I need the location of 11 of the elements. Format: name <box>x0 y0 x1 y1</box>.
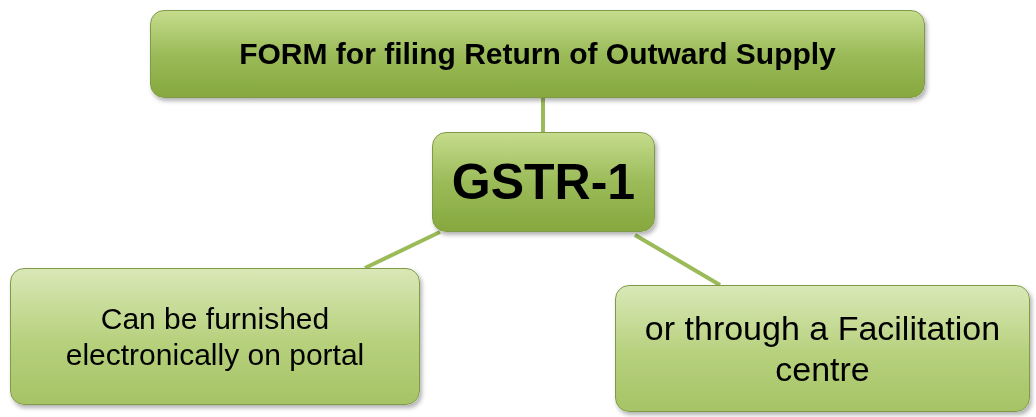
box-text: FORM for filing Return of Outward Supply <box>238 36 837 72</box>
title-box <box>432 132 655 232</box>
info-box <box>10 268 420 405</box>
title-box <box>150 10 925 98</box>
form-name: GSTR-1 <box>450 153 637 212</box>
box-text: Can be furnished electronically on portal <box>64 300 366 373</box>
connector-line <box>364 230 441 270</box>
connector-line <box>634 233 721 287</box>
info-box <box>615 285 1030 412</box>
connector-line <box>541 98 545 132</box>
box-text: or through a Facilitation centre <box>643 307 1002 390</box>
